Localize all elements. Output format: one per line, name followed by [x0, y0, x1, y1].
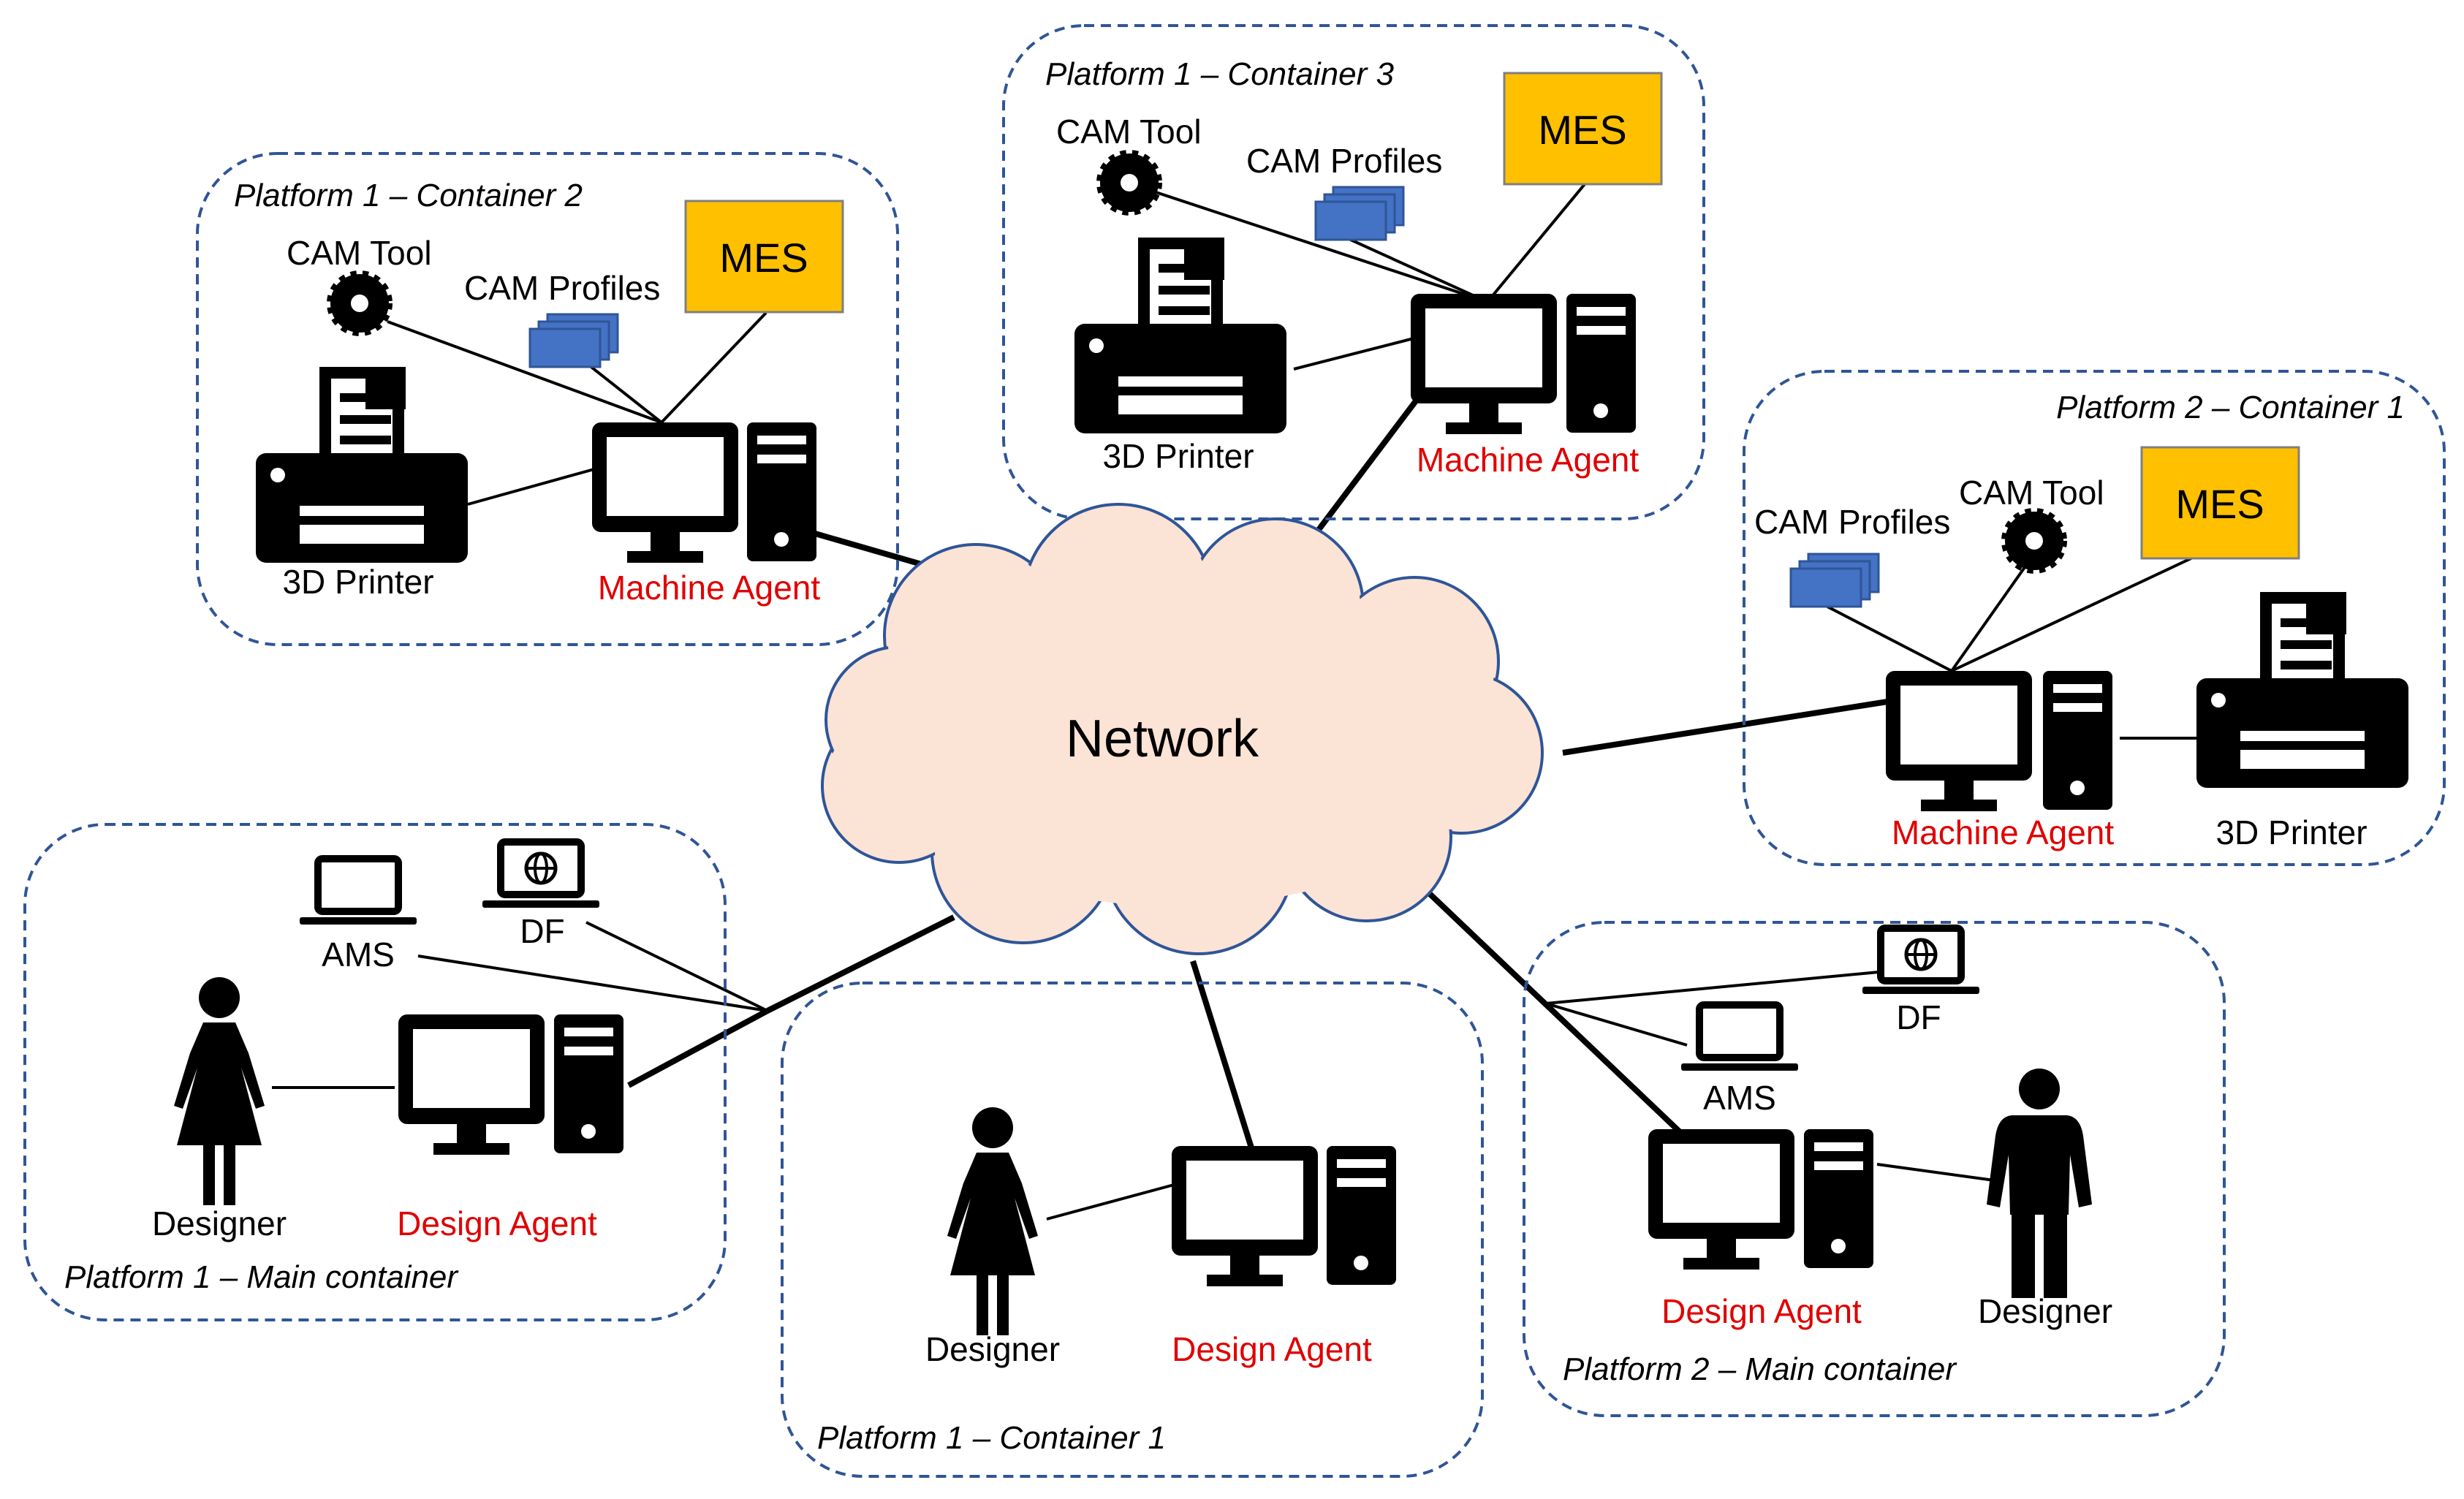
agent-label: Machine Agent	[1892, 813, 2115, 851]
designer-label: Designer	[1978, 1292, 2112, 1330]
globe-laptop-icon	[482, 842, 599, 908]
connector-lines	[272, 183, 2202, 1221]
mes-label: MES	[2175, 481, 2264, 527]
mes-box: MES	[2140, 446, 2300, 560]
printer-icon	[256, 367, 468, 563]
container-title: Platform 1 – Container 1	[817, 1420, 1166, 1456]
container-p1main: AMS DF Designer Design Agent Platform 1 …	[64, 842, 623, 1295]
printer-label: 3D Printer	[1102, 437, 1254, 475]
person-icon	[1987, 1069, 2092, 1298]
container-title: Platform 1 – Container 2	[234, 178, 583, 213]
mes-box: MES	[1503, 72, 1663, 186]
printer-label: 3D Printer	[282, 563, 433, 601]
container-title: Platform 1 – Container 3	[1045, 56, 1394, 92]
container-p2main: DF AMS Design Agent Designer Platform 2 …	[1563, 928, 2112, 1387]
tower-icon	[747, 422, 816, 561]
network-label: Network	[1066, 710, 1259, 768]
cam-profiles-label: CAM Profiles	[464, 269, 660, 307]
agent-label: Machine Agent	[598, 569, 821, 607]
computer-icon	[1648, 1129, 1794, 1270]
globe-laptop-icon	[1862, 928, 1979, 994]
printer-icon	[1074, 238, 1286, 433]
agent-label: Design Agent	[397, 1204, 597, 1242]
computer-icon	[398, 1014, 545, 1155]
mes-label: MES	[1538, 107, 1626, 153]
container-p1main-border	[23, 823, 727, 1321]
tower-icon	[1566, 294, 1636, 433]
designer-label: Designer	[925, 1330, 1060, 1368]
network-cloud: Network	[821, 503, 1544, 955]
container-p1c1: Designer Design Agent Platform 1 – Conta…	[817, 1107, 1396, 1456]
container-p2c1: Platform 2 – Container 1 CAM Profiles CA…	[1754, 390, 2408, 851]
container-p1c1-border	[781, 982, 1484, 1478]
printer-icon	[2196, 592, 2408, 788]
gear-icon	[1100, 153, 1159, 212]
ams-label: AMS	[322, 936, 395, 974]
container-title: Platform 2 – Main container	[1563, 1351, 1957, 1387]
profiles-icon	[528, 313, 619, 368]
container-p1c2: Platform 1 – Container 2 CAM Tool CAM Pr…	[234, 178, 844, 607]
gear-icon	[330, 274, 389, 333]
mes-box: MES	[684, 200, 844, 314]
printer-label: 3D Printer	[2215, 813, 2367, 851]
computer-icon	[1411, 294, 1557, 434]
computer-icon	[1886, 671, 2032, 811]
cam-profiles-label: CAM Profiles	[1754, 503, 1950, 541]
gear-icon	[2005, 512, 2063, 570]
container-p2c1-border	[1743, 370, 2446, 866]
container-p2main-border	[1523, 921, 2226, 1417]
laptop-icon	[300, 859, 417, 925]
cam-tool-label: CAM Tool	[287, 234, 432, 272]
cam-tool-label: CAM Tool	[1056, 113, 1202, 151]
container-p1c2-border	[196, 152, 899, 646]
profiles-icon	[1314, 186, 1405, 241]
container-p1c3: Platform 1 – Container 3 CAM Tool CAM Pr…	[1045, 56, 1663, 479]
container-p1c3-border	[1002, 24, 1705, 520]
agent-label: Machine Agent	[1417, 441, 1639, 479]
agent-label: Design Agent	[1661, 1292, 1862, 1330]
profiles-icon	[1789, 553, 1880, 608]
mes-label: MES	[719, 235, 808, 281]
tower-icon	[2043, 671, 2112, 810]
cam-tool-label: CAM Tool	[1959, 474, 2104, 512]
person-icon	[947, 1107, 1038, 1335]
agent-label: Design Agent	[1172, 1330, 1372, 1368]
tower-icon	[1804, 1129, 1873, 1268]
tower-icon	[1327, 1146, 1396, 1285]
tower-icon	[554, 1014, 623, 1153]
container-title: Platform 2 – Container 1	[2056, 390, 2405, 425]
person-icon	[174, 977, 265, 1205]
computer-icon	[1172, 1146, 1318, 1286]
container-title: Platform 1 – Main container	[64, 1259, 459, 1295]
df-label: DF	[520, 912, 564, 950]
cam-profiles-label: CAM Profiles	[1246, 142, 1442, 180]
ams-label: AMS	[1703, 1079, 1776, 1117]
designer-label: Designer	[152, 1204, 287, 1242]
computer-icon	[592, 422, 738, 563]
df-label: DF	[1896, 998, 1941, 1036]
container-borders	[23, 24, 2446, 1478]
laptop-icon	[1681, 1005, 1798, 1071]
